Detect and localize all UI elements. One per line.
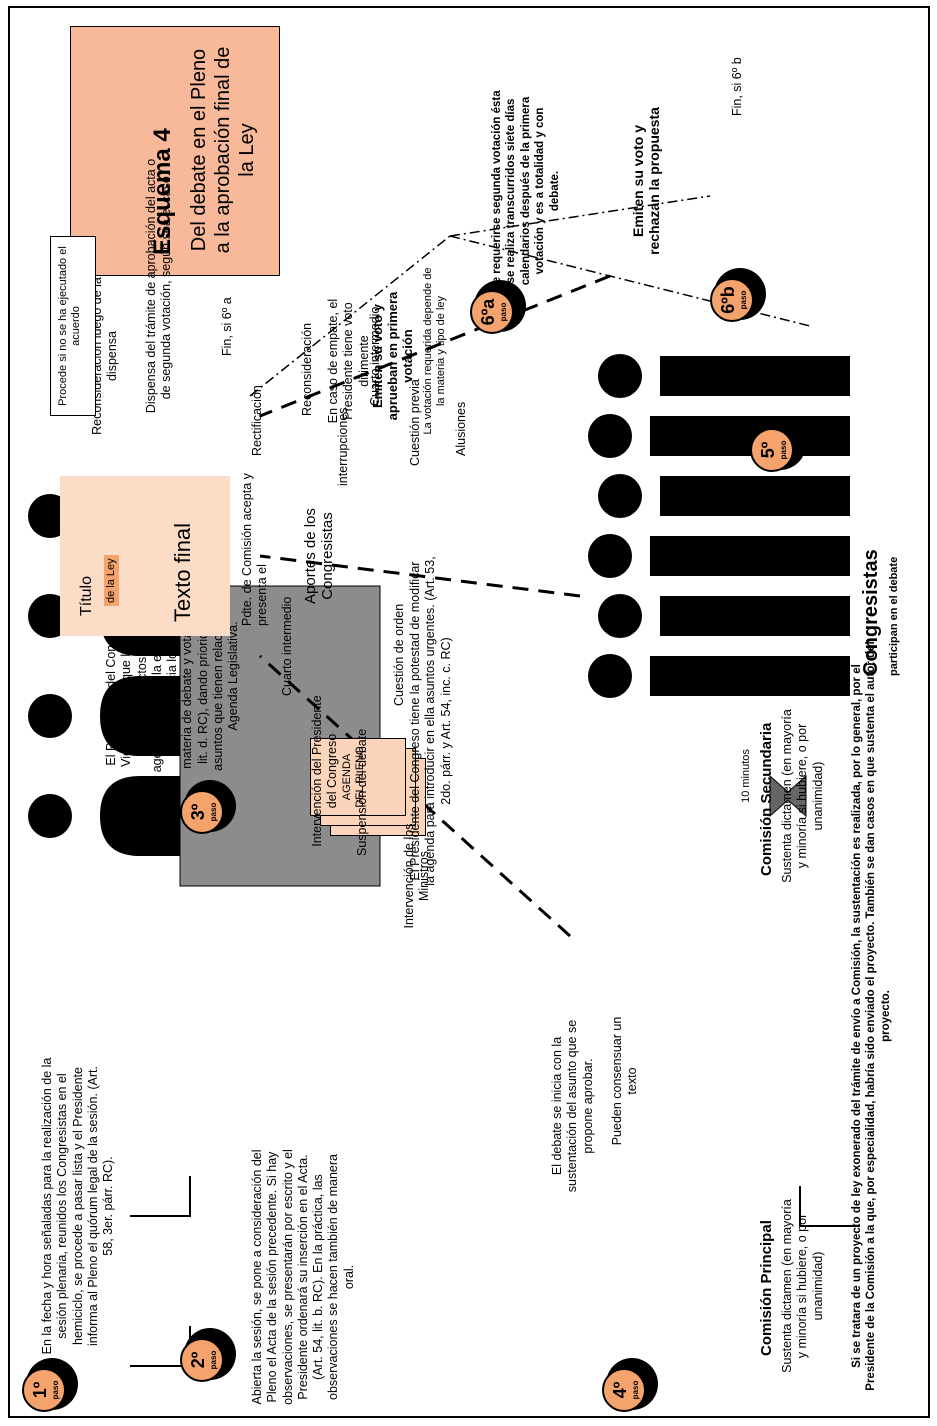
comision-secundaria-name: Comisión Secundaria [758,722,775,876]
debate-intervencion-presidente: Intervención del Presidente del Congreso [310,695,340,847]
debate-cuarto-1: Cuarto intermedio [280,596,294,696]
step-1-text: En la fecha y hora señaladas para la rea… [40,1057,115,1355]
debate-cuestion-orden: Cuestión de orden [392,603,406,706]
badge-step-5: 5º paso [750,428,794,472]
debate-alusiones: Alusiones [454,401,468,456]
badge-step-4: 4º paso [602,1368,646,1412]
badge-step-3: 3º paso [180,790,224,834]
rectificacion: Rectificación [250,385,264,456]
step-6a-note: La votación requerida depende de la mate… [422,267,448,435]
congresistas-sub: participan en el debate [888,556,900,676]
fin-a: Fin, si 6º a [220,297,234,356]
dispensa: Dispensa del trámite de aprobación del a… [144,158,174,414]
badge-2-num: 2º [188,1351,208,1369]
comision-acepta: Pdte. de Comisión acepta y presenta el [240,473,270,626]
title-box: Esquema 4 Del debate en el Pleno a la ap… [70,26,280,276]
diagram-frame: Esquema 4 Del debate en el Pleno a la ap… [8,6,930,1418]
badge-step-1: 1º paso [22,1368,66,1412]
badge-5-num: 5º [758,441,778,459]
step-2-text: Abierta la sesión, se pone a consideraci… [250,1149,356,1405]
congresistas-silhouettes [588,354,850,698]
consensus-note: Pueden consensuar un texto [610,1016,640,1146]
comision-principal-text: Sustenta dictamen (en mayoría y minoría … [780,1199,825,1373]
texto-final-label: Texto final [170,522,195,622]
procede-text: Procede si no se ha ejecutado el acuerdo [57,246,83,406]
badge-6a-num: 6ºa [478,298,498,326]
badge-6a-label: paso [499,302,508,322]
badge-4-label: paso [631,1380,640,1400]
debate-intervencion-ministros: Intervención de los Ministros [402,823,432,929]
empate: En caso de empate, el Presidente tiene v… [326,298,371,424]
badge-3-num: 3º [188,803,208,821]
badge-6b-label: paso [739,290,748,310]
rotated-diagram: Esquema 4 Del debate en el Pleno a la ap… [10,8,928,1416]
badge-6b-num: 6ºb [718,286,738,314]
footer-note: Si se tratara de un proyecto de ley exon… [851,641,892,1391]
fin-b: Fin, si 6º b [730,57,744,116]
de-la-ley-label: de la Ley [104,555,120,606]
debate-suspension: Suspensión del debate [355,728,369,856]
badge-3-label: paso [209,802,218,822]
agenda-line-1: AGENDA [341,753,353,801]
badge-1-label: paso [51,1380,60,1400]
title-subtitle: Del debate en el Pleno a la aprobación f… [188,46,258,254]
step-connectors [130,1176,860,1367]
badge-step-2: 2º paso [180,1338,224,1382]
badge-4-num: 4º [610,1381,630,1399]
badge-step-6a: 6ºa paso [470,290,514,334]
comision-principal-name: Comisión Principal [758,1220,775,1356]
comision-secundaria-text: Sustenta dictamen (en mayoría y minoría … [780,709,825,883]
step-6a-heading: Emiten su voto y aprueban en primera vot… [370,291,415,421]
step-6b-heading: Emiten su voto y rechazan la propuesta [630,107,662,255]
texto-final-block: Título de la Ley Texto final [60,476,230,636]
badge-2-label: paso [209,1350,218,1370]
hourglass-icon [769,774,807,818]
timer-label: 10 minutos [740,749,752,803]
segunda-votacion: De requerirse segunda votación ésta se r… [491,90,561,292]
reconsideracion: Reconsideración [300,322,314,416]
badge-5-label: paso [779,440,788,460]
debate-aportes: Aportes de los Congresistas [302,508,336,604]
badge-1-num: 1º [30,1381,50,1399]
congresistas-name: Congresistas [860,549,882,676]
titulo-label: Título [78,575,95,616]
badge-step-6b: 6ºb paso [710,278,754,322]
procede-box: Procede si no se ha ejecutado el acuerdo [50,236,96,416]
step-4-text: El debate se inicia con la sustentación … [550,1019,595,1193]
